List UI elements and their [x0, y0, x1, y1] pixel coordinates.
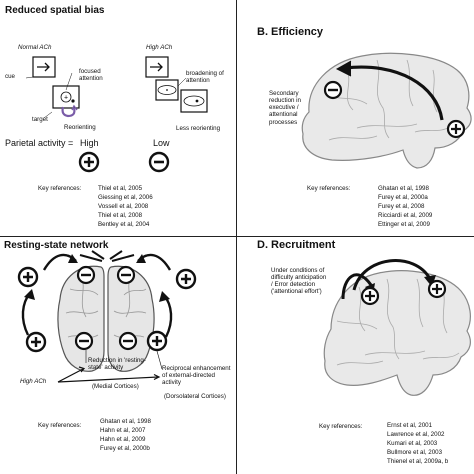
panel-d-key-references-label: Key references: [319, 423, 363, 430]
resting-state-plus-icon [146, 330, 168, 352]
panel-a-references: Thiel et al, 2005 Giessing et al, 2006 V… [98, 184, 153, 229]
reorienting-arrow-icon [61, 106, 76, 118]
reference-item: Thiel et al, 2005 [98, 185, 143, 192]
high-ach-arrow-icon [57, 376, 159, 383]
reference-item: Ghatan et al, 1998 [378, 185, 429, 192]
reference-item: Thiel et al, 2008 [98, 212, 143, 219]
dorsolateral-cortices-label: (Dorsolateral Cortices) [164, 393, 226, 400]
medial-cortices-label: (Medial Cortices) [92, 383, 139, 390]
panel-efficiency: B. Efficiency Secondary reduction in exe… [237, 0, 474, 237]
parietal-activity-label: Parietal activity = [5, 138, 74, 148]
resting-state-minus-icon [76, 265, 96, 285]
less-reorienting-label: Less reorienting [176, 125, 221, 132]
recruitment-arrow-icon [341, 273, 373, 300]
vertical-divider [236, 0, 237, 474]
panel-recruitment: D. Recruitment Under conditions of diffi… [237, 237, 474, 474]
reference-item: Bullmore et al, 2003 [387, 449, 443, 456]
reciprocal-arrow-icon [163, 294, 173, 338]
panel-c-key-references-label: Key references: [38, 422, 82, 429]
efficiency-arrow-icon [344, 65, 444, 121]
brain-lateral-recruitment [323, 259, 471, 396]
panel-resting-state-network: Resting-state network [0, 237, 237, 474]
panel-a-title: Reduced spatial bias [5, 5, 105, 16]
reciprocal-text: Reciprocal enhancement of external-direc… [162, 365, 231, 387]
resting-state-plus-icon [17, 266, 39, 288]
horizontal-divider [0, 236, 474, 237]
panel-c-title: Resting-state network [4, 240, 109, 251]
resting-state-plus-icon [25, 331, 47, 353]
panel-d-references: Ernst et al, 2001 Lawrence et al, 2002 K… [387, 421, 448, 466]
leader-line [156, 350, 163, 370]
spatial-cueing-schematic: + [25, 56, 208, 173]
brain-lateral-efficiency [301, 52, 472, 169]
reference-item: Furey et al, 2000b [100, 445, 150, 452]
reference-item: Hahn et al, 2009 [100, 436, 146, 443]
reference-item: Vossell et al, 2008 [98, 203, 149, 210]
reference-item: Thienel et al, 2009a, b [387, 458, 449, 465]
target-dot-icon [71, 99, 75, 103]
high-ach-label: High ACh [146, 44, 173, 51]
cue-arrow-icon [37, 62, 50, 72]
reciprocal-arrow-icon [21, 292, 31, 336]
parietal-low-value: Low [153, 138, 170, 148]
panel-b-references: Ghatan et al, 1998 Furey et al, 2000a Fu… [378, 184, 432, 229]
resting-state-minus-icon [74, 331, 94, 351]
svg-text:+: + [64, 95, 68, 102]
left-hemisphere-icon [57, 265, 105, 372]
reference-item: Lawrence et al, 2002 [387, 431, 445, 438]
parietal-high-value: High [80, 138, 99, 148]
cue-label: cue [5, 73, 15, 80]
focused-spotlight-icon [60, 91, 72, 103]
high-ach-label: High ACh [20, 378, 47, 385]
reference-item: Ghatan et al, 1998 [100, 418, 151, 425]
panel-d-annotation: Under conditions of difficulty anticipat… [271, 267, 327, 296]
panel-reduced-spatial-bias: Reduced spatial bias Normal ACh High ACh… [0, 0, 237, 237]
normal-ach-label: Normal ACh [18, 44, 52, 51]
reference-item: Kumari et al, 2003 [387, 440, 438, 447]
focused-attention-label: focused attention [79, 68, 103, 83]
brain-outline-icon [301, 52, 472, 169]
resting-state-plus-icon [175, 268, 197, 290]
reorienting-label: Reorienting [64, 124, 96, 131]
resting-state-minus-icon [118, 331, 138, 351]
panel-a-key-references-label: Key references: [38, 185, 82, 192]
reference-item: Giessing et al, 2006 [98, 194, 153, 201]
panel-d-title: D. Recruitment [257, 239, 336, 251]
right-hemisphere-icon [107, 265, 155, 372]
reference-item: Hahn et al, 2007 [100, 427, 146, 434]
panel-b-annotation: Secondary reduction in executive / atten… [269, 90, 301, 126]
reduction-text: Reduction in 'resting-state' activity [88, 357, 146, 372]
target-label: target [32, 116, 48, 123]
reference-item: Ettinger et al, 2009 [378, 221, 430, 228]
recruitment-arrow-icon [352, 259, 432, 291]
panel-c-references: Ghatan et al, 1998 Hahn et al, 2007 Hahn… [100, 417, 151, 453]
reference-item: Ernst et al, 2001 [387, 422, 433, 429]
reference-item: Furey et al, 2008 [378, 203, 425, 210]
high-ach-arrow-icon [57, 368, 84, 383]
brain-dorsal-resting-state [17, 250, 197, 383]
reference-item: Ricciardi et al, 2009 [378, 212, 433, 219]
reference-item: Furey et al, 2000a [378, 194, 428, 201]
broadening-attention-label: broadening of attention [186, 70, 224, 85]
resting-state-minus-icon [116, 265, 136, 285]
broad-spotlight-icon [157, 85, 177, 95]
panel-b-key-references-label: Key references: [307, 185, 351, 192]
target-screen-high [180, 89, 208, 113]
reference-item: Bentley et al, 2004 [98, 221, 150, 228]
panel-b-title: B. Efficiency [257, 26, 324, 38]
brain-outline-icon [323, 270, 471, 396]
